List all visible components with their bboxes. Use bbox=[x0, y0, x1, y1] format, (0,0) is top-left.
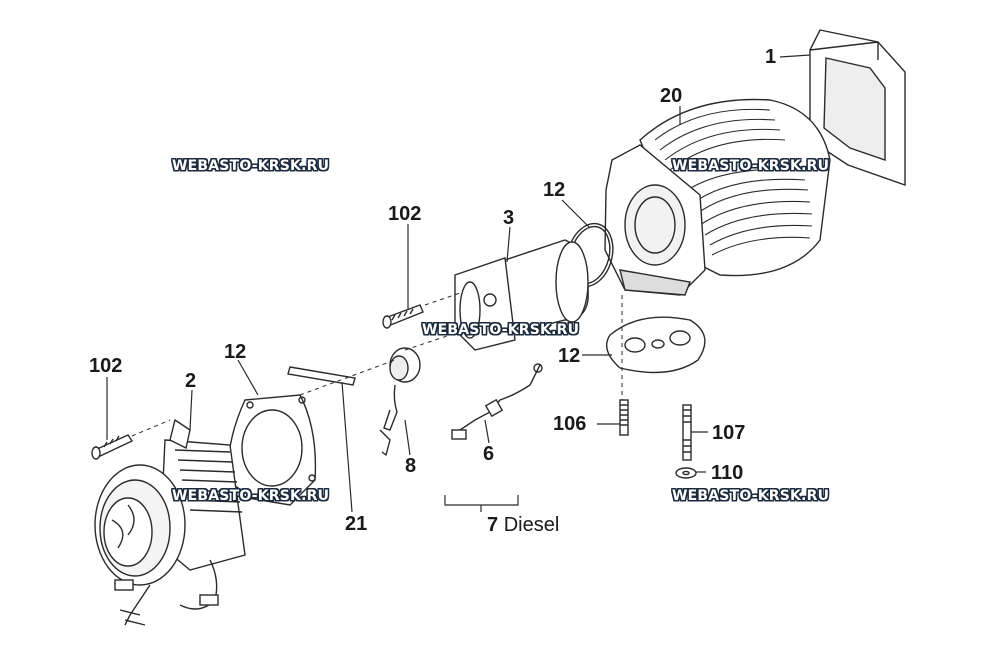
callout-21: 21 bbox=[345, 513, 368, 535]
watermark-text: WEBASTO-KRSK.RU bbox=[172, 158, 330, 174]
part-102-screw-left bbox=[91, 434, 134, 460]
callout-107: 107 bbox=[712, 422, 746, 444]
part-2-blower-motor bbox=[94, 418, 246, 626]
part-110-washer bbox=[675, 467, 697, 479]
part-102-screw-top bbox=[382, 304, 424, 329]
part-107-long-stud bbox=[682, 404, 692, 461]
callout-12-top: 12 bbox=[543, 179, 566, 201]
part-106-stud bbox=[619, 399, 629, 436]
group-label-7-diesel: 7 Diesel bbox=[487, 514, 559, 537]
part-8-glow-plug bbox=[379, 347, 421, 457]
part-3-combustion-tube bbox=[454, 239, 589, 351]
watermark-text: WEBASTO-KRSK.RU bbox=[172, 488, 330, 504]
watermark-text: WEBASTO-KRSK.RU bbox=[672, 488, 830, 504]
part-12-gasket-left bbox=[227, 394, 317, 506]
group-number: 7 bbox=[487, 514, 499, 536]
callout-1: 1 bbox=[765, 46, 777, 68]
callout-8: 8 bbox=[405, 455, 417, 477]
callout-12-mid: 12 bbox=[558, 345, 581, 367]
callout-6: 6 bbox=[483, 443, 495, 465]
part-21-rod bbox=[287, 366, 356, 386]
part-1-cover-frame bbox=[809, 29, 906, 186]
callout-12-left: 12 bbox=[224, 341, 247, 363]
part-20-heat-exchanger bbox=[604, 98, 831, 296]
callout-102-left: 102 bbox=[89, 355, 123, 377]
watermark-text: WEBASTO-KRSK.RU bbox=[422, 322, 580, 338]
callout-110: 110 bbox=[711, 462, 744, 484]
callout-2: 2 bbox=[185, 370, 197, 392]
watermark-text: WEBASTO-KRSK.RU bbox=[672, 158, 830, 174]
leader-lines bbox=[106, 54, 811, 513]
group-text: Diesel bbox=[503, 514, 560, 536]
assembly-axes bbox=[131, 292, 623, 437]
part-6-sensor-harness bbox=[451, 363, 543, 440]
callout-106: 106 bbox=[553, 413, 587, 435]
part-12-gasket-mid bbox=[606, 316, 706, 374]
callout-20: 20 bbox=[660, 85, 683, 107]
callout-102-top: 102 bbox=[388, 203, 422, 225]
callout-3: 3 bbox=[503, 207, 515, 229]
